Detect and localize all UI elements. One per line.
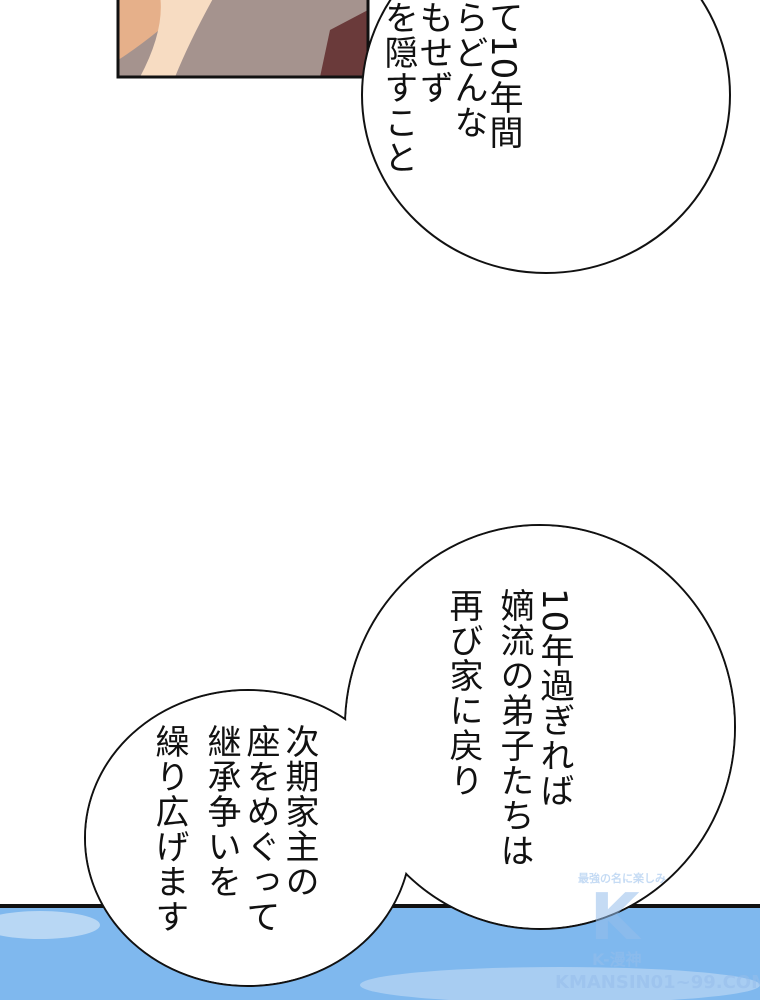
watermark-brand: K-漫神 [592, 950, 642, 969]
top-panel [116, 0, 370, 79]
bottom-bubble-line-7: 繰り広げます [149, 724, 189, 934]
bottom-bubble-line-3: 再び家に戻り [443, 588, 483, 798]
top-bubble-line-2: らどんな [448, 0, 488, 140]
bottom-bubble-line-6: 継承争いを [201, 724, 241, 899]
watermark-site: KMANSIN01~99.COM [555, 972, 760, 993]
bottom-bubble-line-2: 嫡流の弟子たちは [494, 588, 534, 868]
bottom-speech-bubble [84, 524, 736, 987]
top-bubble-line-1: て10年間 [483, 0, 523, 151]
watermark-logo: K [590, 881, 640, 955]
top-speech-bubble [361, 0, 731, 274]
bottom-bubble-line-5: 座をめぐって [240, 724, 280, 934]
top-bubble-line-4: を隠すこと [378, 0, 418, 175]
bottom-bubble-line-4: 次期家主の [279, 724, 319, 899]
bottom-bubble-line-1: 10年過ぎれば [534, 588, 574, 809]
watermark-tagline: 最強の名に楽しみ [578, 872, 666, 885]
top-bubble-line-3: もせず [413, 0, 453, 105]
